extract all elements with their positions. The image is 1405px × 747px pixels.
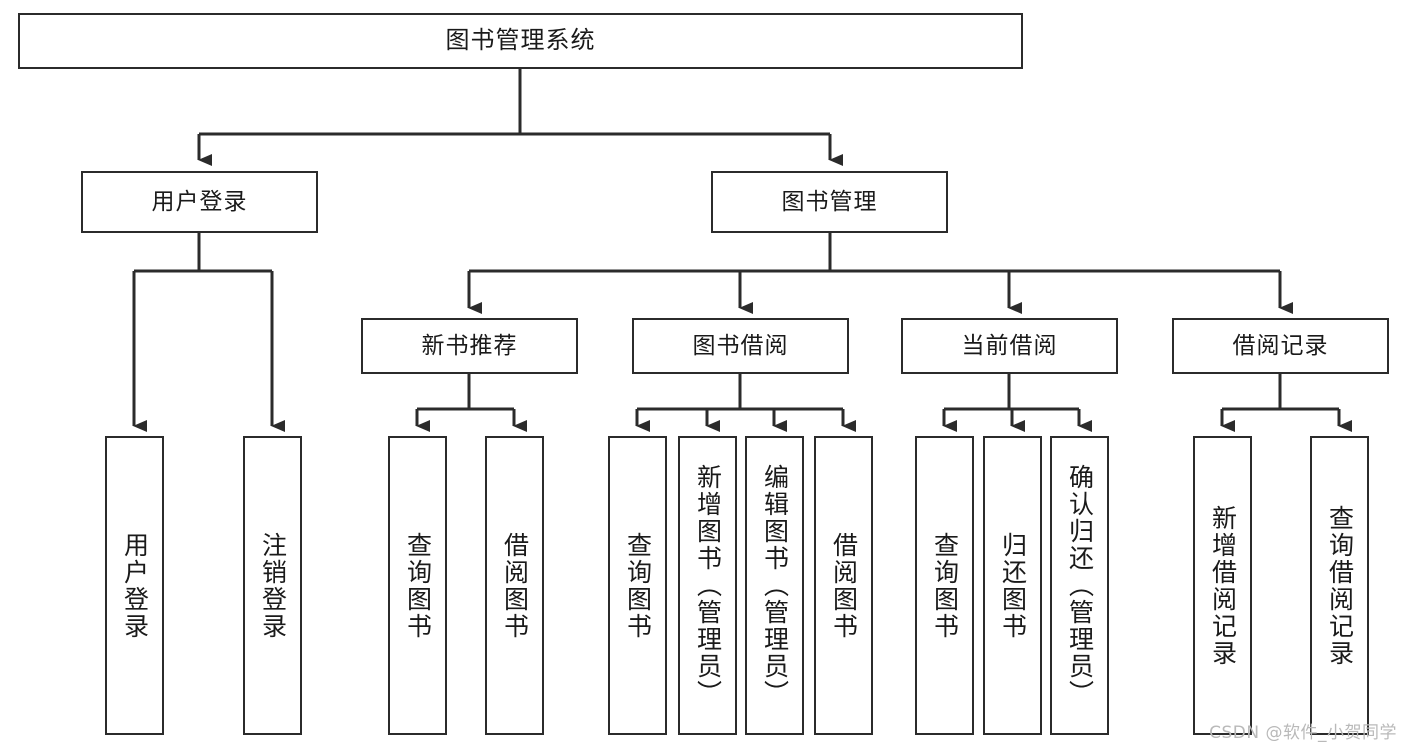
node-book-manage-label: 图书管理 — [781, 188, 878, 215]
node-new-book-recommend[interactable]: 新书推荐 — [361, 318, 578, 374]
node-leaf-borrow-book[interactable]: 借阅图书 — [814, 436, 873, 735]
node-leaf-borrow-book-rec-label: 借阅图书 — [500, 531, 530, 640]
node-leaf-query-book-rec-label: 查询图书 — [403, 531, 433, 640]
node-leaf-query-book-borrow[interactable]: 查询图书 — [608, 436, 667, 735]
node-leaf-logout-label: 注销登录 — [258, 531, 288, 640]
node-leaf-query-book-rec[interactable]: 查询图书 — [388, 436, 447, 735]
node-leaf-confirm-return-label: 确认归还（管理员） — [1065, 464, 1095, 707]
node-new-book-recommend-label: 新书推荐 — [421, 332, 518, 359]
node-leaf-user-login-label: 用户登录 — [120, 531, 150, 640]
node-user-login[interactable]: 用户登录 — [81, 171, 318, 233]
node-leaf-return-book-label: 归还图书 — [998, 531, 1028, 640]
node-leaf-return-book[interactable]: 归还图书 — [983, 436, 1042, 735]
node-leaf-edit-book-label: 编辑图书（管理员） — [760, 464, 790, 707]
node-leaf-query-book-borrow-label: 查询图书 — [623, 531, 653, 640]
node-root-label: 图书管理系统 — [445, 26, 596, 55]
watermark-text: CSDN @软件_小贺同学 — [1209, 723, 1397, 743]
node-user-login-label: 用户登录 — [151, 188, 248, 215]
node-borrow-record[interactable]: 借阅记录 — [1172, 318, 1389, 374]
node-book-borrow-label: 图书借阅 — [692, 332, 789, 359]
node-leaf-borrow-book-label: 借阅图书 — [829, 531, 859, 640]
node-leaf-borrow-book-rec[interactable]: 借阅图书 — [485, 436, 544, 735]
node-leaf-confirm-return[interactable]: 确认归还（管理员） — [1050, 436, 1109, 735]
node-leaf-user-login[interactable]: 用户登录 — [105, 436, 164, 735]
node-leaf-query-record-label: 查询借阅记录 — [1325, 504, 1355, 667]
node-book-manage[interactable]: 图书管理 — [711, 171, 948, 233]
node-leaf-query-book-cur-label: 查询图书 — [930, 531, 960, 640]
node-root[interactable]: 图书管理系统 — [18, 13, 1023, 69]
node-current-borrow[interactable]: 当前借阅 — [901, 318, 1118, 374]
node-leaf-edit-book[interactable]: 编辑图书（管理员） — [745, 436, 804, 735]
node-current-borrow-label: 当前借阅 — [961, 332, 1058, 359]
node-leaf-query-book-cur[interactable]: 查询图书 — [915, 436, 974, 735]
node-leaf-add-record[interactable]: 新增借阅记录 — [1193, 436, 1252, 735]
node-borrow-record-label: 借阅记录 — [1232, 332, 1329, 359]
node-leaf-add-record-label: 新增借阅记录 — [1208, 504, 1238, 667]
node-leaf-add-book[interactable]: 新增图书（管理员） — [678, 436, 737, 735]
node-leaf-logout[interactable]: 注销登录 — [243, 436, 302, 735]
node-book-borrow[interactable]: 图书借阅 — [632, 318, 849, 374]
node-leaf-add-book-label: 新增图书（管理员） — [693, 464, 723, 707]
node-leaf-query-record[interactable]: 查询借阅记录 — [1310, 436, 1369, 735]
